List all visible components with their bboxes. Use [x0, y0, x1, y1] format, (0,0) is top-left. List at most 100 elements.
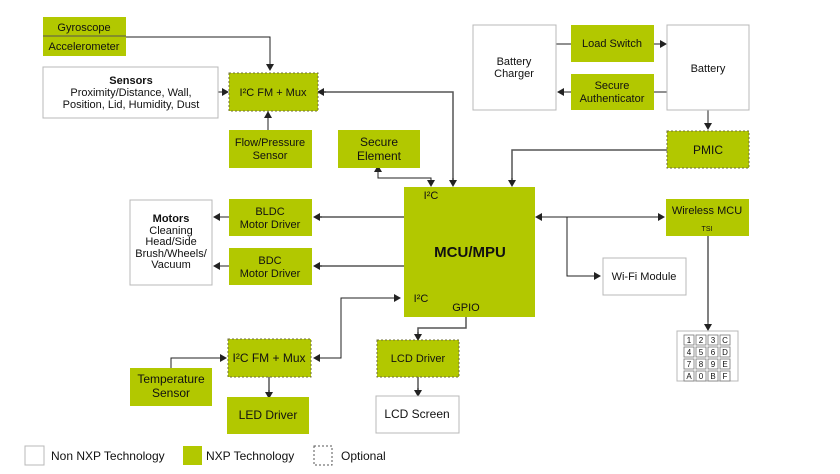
secure-authenticator-block: Secure Authenticator	[571, 74, 654, 110]
keypad-key-label: 5	[699, 348, 704, 357]
keypad-key-label: F	[723, 372, 728, 381]
load-switch-label: Load Switch	[582, 38, 642, 50]
secure-authenticator-label: Secure	[595, 80, 630, 92]
keypad-key-label: 6	[711, 348, 716, 357]
lcd-driver-block: LCD Driver	[376, 339, 460, 378]
secure-element-label: Element	[357, 149, 402, 163]
keypad-key-label: E	[722, 360, 727, 369]
keypad-key	[683, 358, 695, 370]
wireless-mcu-label: Wireless MCU	[672, 205, 742, 217]
sensors-line: Position, Lid, Humidity, Dust	[63, 99, 200, 111]
keypad-key	[695, 358, 707, 370]
motors-line: Brush/Wheels/	[135, 248, 207, 260]
led-driver-label: LED Driver	[239, 408, 298, 422]
wireless-mcu-block: Wireless MCU TSI	[666, 199, 749, 236]
keypad-key-label: 0	[699, 372, 704, 381]
sensors-title: Sensors	[109, 75, 152, 87]
flow-label: Sensor	[253, 150, 288, 162]
keypad-key-label: 4	[687, 348, 692, 357]
keypad-key	[695, 370, 707, 382]
bldc-label: Motor Driver	[240, 219, 301, 231]
gyroscope-accelerometer-block: Gyroscope Accelerometer	[43, 17, 126, 56]
keypad-key-label: D	[722, 348, 728, 357]
keypad-key	[707, 346, 719, 358]
keypad-key	[719, 370, 731, 382]
keypad-key-label: B	[710, 372, 715, 381]
wifi-module-block: Wi-Fi Module	[602, 257, 687, 296]
secure-element-block: Secure Element	[338, 130, 420, 168]
keypad-key	[719, 346, 731, 358]
keypad-key-label: 9	[711, 360, 716, 369]
keypad-key-label: A	[686, 372, 692, 381]
keypad-key-label: C	[722, 336, 728, 345]
secure-authenticator-label: Authenticator	[580, 93, 645, 105]
keypad-key	[683, 346, 695, 358]
motors-line: Cleaning	[149, 225, 192, 237]
legend-label-nxp: NXP Technology	[206, 449, 294, 463]
pmic-label: PMIC	[693, 143, 723, 157]
flow-pressure-sensor-block: Flow/Pressure Sensor	[229, 130, 312, 168]
battery-charger-label: Charger	[494, 68, 534, 80]
i2c-mux-label: I²C FM + Mux	[232, 351, 305, 365]
battery-charger-block: Battery Charger	[472, 24, 557, 111]
legend-swatch-optional	[313, 445, 333, 466]
lcd-driver-label: LCD Driver	[391, 353, 446, 365]
motors-title: Motors	[153, 213, 190, 225]
keypad-key-label: 7	[687, 360, 692, 369]
pmic-block: PMIC	[666, 130, 750, 169]
mcu-i2c-bottom-label: I²C	[414, 293, 429, 305]
legend: Non NXP Technology NXP Technology Option…	[24, 445, 386, 466]
keypad-key-label: 1	[687, 336, 692, 345]
sensors-block: Sensors Proximity/Distance, Wall, Positi…	[42, 66, 219, 119]
battery-block: Battery	[666, 24, 750, 111]
legend-label-optional: Optional	[341, 449, 386, 463]
keypad-key-label: 2	[699, 336, 704, 345]
mcu-gpio-label: GPIO	[452, 302, 480, 314]
sensors-line: Proximity/Distance, Wall,	[70, 87, 191, 99]
load-switch-block: Load Switch	[571, 25, 654, 62]
keypad-key	[695, 334, 707, 346]
keypad-key	[707, 334, 719, 346]
keypad-key	[683, 370, 695, 382]
battery-label: Battery	[691, 63, 726, 75]
motors-block: Motors Cleaning Head/Side Brush/Wheels/ …	[129, 199, 213, 286]
keypad-key-label: 8	[699, 360, 704, 369]
keypad-key	[707, 370, 719, 382]
keypad-key	[719, 334, 731, 346]
connections	[126, 36, 712, 399]
legend-swatch-nxp	[183, 446, 202, 465]
secure-element-label: Secure	[360, 135, 398, 149]
flow-label: Flow/Pressure	[235, 137, 305, 149]
keypad-key	[695, 346, 707, 358]
i2c-fm-mux-top-block: I²C FM + Mux	[228, 72, 319, 112]
keypad-key-label: 3	[711, 336, 716, 345]
temperature-sensor-block: Temperature Sensor	[130, 368, 212, 406]
keypad-key	[683, 334, 695, 346]
bdc-label: Motor Driver	[240, 268, 301, 280]
mcu-label: MCU/MPU	[434, 244, 506, 261]
bldc-motor-driver-block: BLDC Motor Driver	[229, 199, 312, 236]
mcu-i2c-top-label: I²C	[424, 190, 439, 202]
i2c-mux-label: I²C FM + Mux	[240, 87, 307, 99]
battery-charger-label: Battery	[497, 56, 532, 68]
tsi-label: TSI	[702, 226, 713, 233]
motors-line: Head/Side	[145, 236, 196, 248]
temperature-label: Temperature	[137, 372, 205, 386]
keypad-key	[719, 358, 731, 370]
bdc-label: BDC	[258, 255, 281, 267]
wifi-label: Wi-Fi Module	[612, 271, 677, 283]
i2c-fm-mux-bottom-block: I²C FM + Mux	[227, 338, 312, 378]
legend-swatch-non-nxp	[24, 445, 45, 466]
mcu-mpu-block: MCU/MPU I²C I²C GPIO	[404, 187, 535, 317]
gyroscope-label: Gyroscope	[57, 22, 110, 34]
lcd-screen-label: LCD Screen	[384, 407, 449, 421]
legend-label-non-nxp: Non NXP Technology	[51, 449, 165, 463]
temperature-label: Sensor	[152, 386, 190, 400]
bldc-label: BLDC	[255, 206, 284, 218]
led-driver-block: LED Driver	[227, 397, 309, 434]
lcd-screen-block: LCD Screen	[375, 395, 460, 434]
accelerometer-label: Accelerometer	[49, 41, 120, 53]
bdc-motor-driver-block: BDC Motor Driver	[229, 248, 312, 285]
